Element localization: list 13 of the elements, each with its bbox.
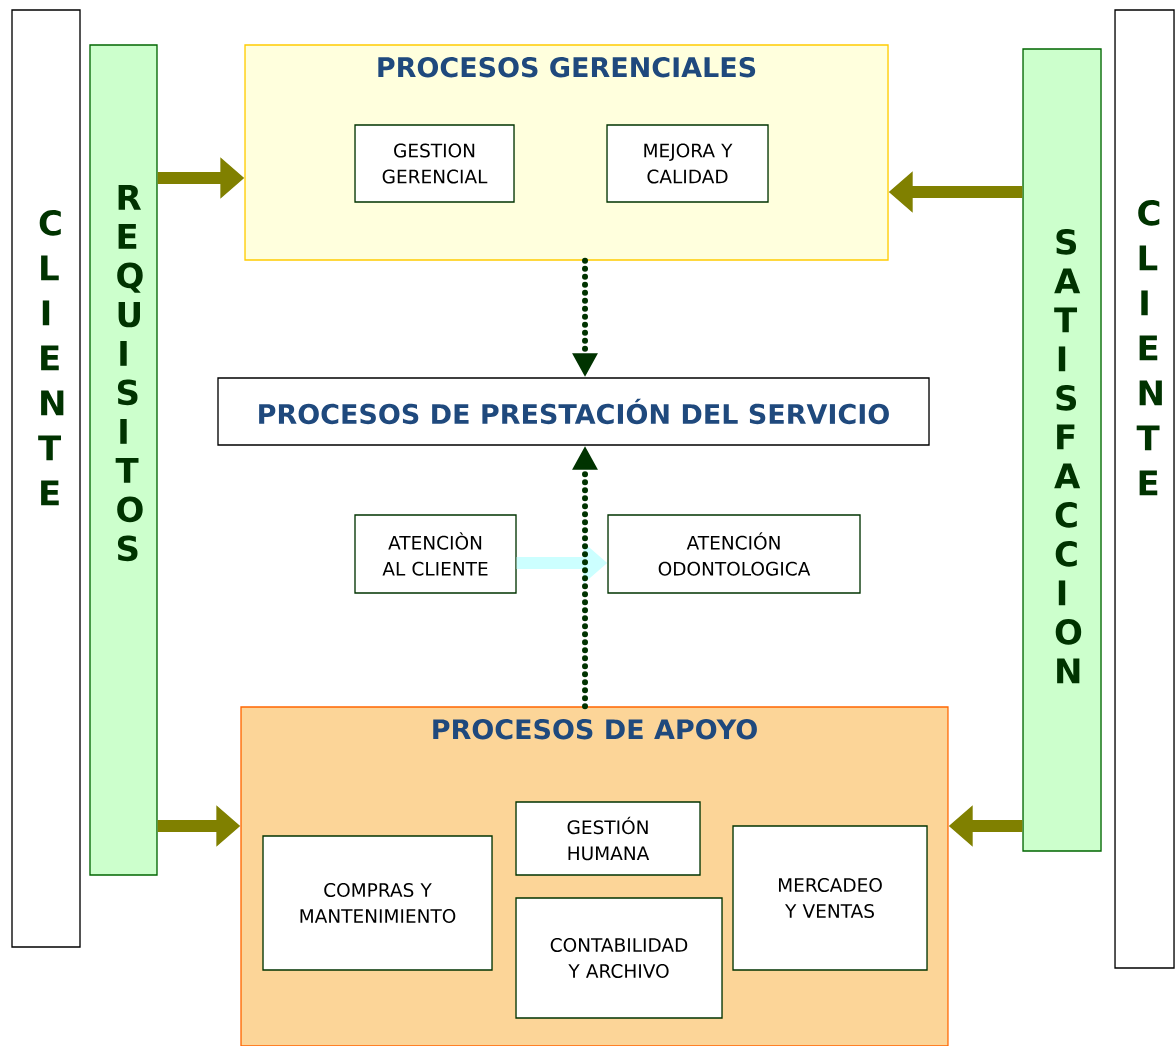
process-box: GESTION GERENCIAL [354,124,515,203]
title-box: PROCESOS DE PRESTACIÓN DEL SERVICIO [217,377,930,446]
process-box: ATENCIÒN AL CLIENTE [354,514,517,594]
process-box: MERCADEO Y VENTAS [732,825,928,971]
client-bar: CLIENTE [1114,9,1175,969]
process-box: MEJORA Y CALIDAD [606,124,769,203]
satisfaction-bar: SATISFACCION [1022,48,1102,852]
process-box: COMPRAS Y MANTENIMIENTO [262,835,493,971]
requirements-bar: REQUISITOS [89,44,158,876]
process-box: CONTABILIDAD Y ARCHIVO [515,897,723,1019]
process-box: GESTIÓN HUMANA [515,801,701,876]
client-bar: CLIENTE [11,9,81,948]
process-box: ATENCIÓN ODONTOLOGICA [607,514,861,594]
